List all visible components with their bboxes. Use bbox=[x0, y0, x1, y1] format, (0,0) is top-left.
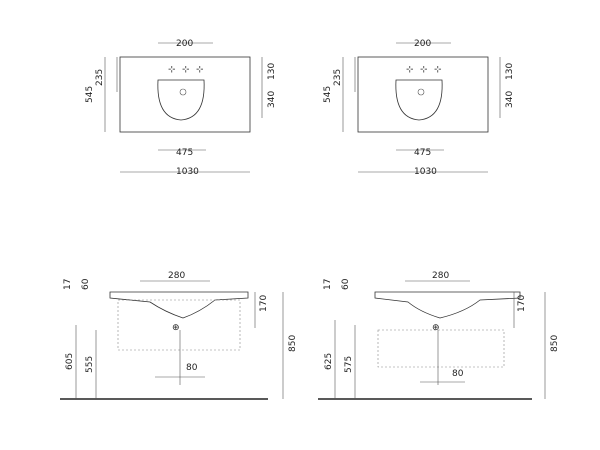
dim-bowl-width: 475 bbox=[414, 148, 431, 158]
dim-floor-height: 850 bbox=[288, 335, 298, 352]
dim-tap-to-back: 235 bbox=[95, 69, 105, 86]
dim-depth: 545 bbox=[85, 86, 95, 103]
dim-trap-offset: 80 bbox=[452, 369, 464, 379]
top-view-right: ⊹ ⊹ ⊹ 200 545 235 130 340 475 1030 bbox=[323, 39, 515, 177]
dim-tap-spacing: 200 bbox=[414, 39, 431, 49]
dim-bowl-depth: 170 bbox=[259, 295, 269, 312]
top-view-left: ⊹ ⊹ ⊹ 200 545 235 130 340 475 1030 bbox=[85, 39, 277, 177]
basin-profile bbox=[374, 291, 521, 319]
basin-outline bbox=[119, 56, 251, 133]
basin-outline bbox=[357, 56, 489, 133]
dim-waste-height: 625 bbox=[324, 353, 334, 370]
dim-rim: 60 bbox=[341, 278, 351, 290]
drain-trap-icon: ⊕ bbox=[432, 323, 440, 333]
cabinet-outline bbox=[377, 329, 505, 368]
basin-profile bbox=[109, 291, 249, 319]
side-view-right: ⊕ 280 17 60 170 850 625 575 80 bbox=[318, 271, 560, 400]
dim-trap-height: 555 bbox=[85, 356, 95, 373]
drain-icon bbox=[417, 88, 425, 96]
dim-trap-offset: 80 bbox=[186, 363, 198, 373]
tap-hole-icon: ⊹ bbox=[406, 65, 414, 75]
dim-front-offset: 130 bbox=[505, 63, 515, 80]
dim-rim: 60 bbox=[81, 278, 91, 290]
side-view-left: ⊕ 280 17 60 170 850 605 555 80 bbox=[60, 271, 298, 400]
cabinet-outline bbox=[117, 299, 241, 351]
dim-tap-span: 280 bbox=[432, 271, 449, 281]
tap-hole-icon: ⊹ bbox=[434, 65, 442, 75]
dim-depth: 545 bbox=[323, 86, 333, 103]
dim-trap-height: 575 bbox=[344, 356, 354, 373]
bowl-outline bbox=[395, 79, 443, 121]
dim-thickness: 17 bbox=[63, 279, 73, 290]
dim-floor-height: 850 bbox=[550, 335, 560, 352]
dim-front-offset: 130 bbox=[267, 63, 277, 80]
dim-total-width: 1030 bbox=[176, 167, 199, 177]
drain-trap-icon: ⊕ bbox=[172, 323, 180, 333]
tap-hole-icon: ⊹ bbox=[196, 65, 204, 75]
dim-total-width: 1030 bbox=[414, 167, 437, 177]
dim-tap-to-back: 235 bbox=[333, 69, 343, 86]
tap-hole-icon: ⊹ bbox=[420, 65, 428, 75]
tap-hole-icon: ⊹ bbox=[168, 65, 176, 75]
dim-tap-spacing: 200 bbox=[176, 39, 193, 49]
tap-hole-icon: ⊹ bbox=[182, 65, 190, 75]
dim-tap-span: 280 bbox=[168, 271, 185, 281]
drain-icon bbox=[179, 88, 187, 96]
dim-bowl-to-front: 340 bbox=[267, 91, 277, 108]
bowl-outline bbox=[157, 79, 205, 121]
dim-thickness: 17 bbox=[323, 279, 333, 290]
dim-bowl-width: 475 bbox=[176, 148, 193, 158]
dim-waste-height: 605 bbox=[65, 353, 75, 370]
dim-bowl-depth: 170 bbox=[517, 295, 527, 312]
dim-bowl-to-front: 340 bbox=[505, 91, 515, 108]
